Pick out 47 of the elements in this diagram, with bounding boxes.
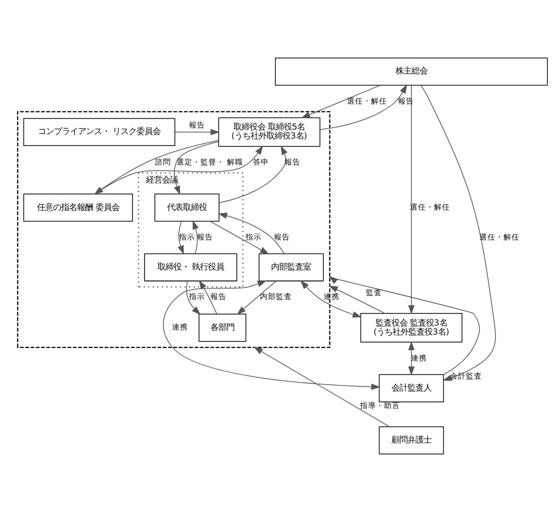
- node-box: 代表取締役: [154, 193, 220, 222]
- arrow: [408, 84, 415, 314]
- arrow: [174, 128, 220, 135]
- arrow: [178, 220, 184, 254]
- edge-label: 報告: [188, 120, 205, 130]
- arrow: [163, 280, 380, 390]
- edge-label: 監査: [366, 288, 382, 297]
- node-box: 会計監査人: [378, 374, 444, 402]
- edge-label: 指示: [188, 292, 205, 301]
- edge-label: 内部監査: [260, 292, 292, 301]
- node-box: 取締役会 取締役5名 (うち社外取締役3名): [218, 116, 320, 146]
- edge-label: 連携: [172, 322, 188, 332]
- arrow: [328, 285, 385, 314]
- node-box: 顧問弁護士: [378, 426, 444, 454]
- edge-label: 報告: [284, 157, 301, 166]
- edge-label: 報告: [274, 232, 290, 241]
- edge-label: 選定・監督・ 解職: [176, 157, 243, 166]
- arrow: [328, 275, 480, 374]
- node-box: 各部門: [198, 313, 246, 342]
- node-box: 取締役・ 執行役員: [144, 252, 238, 281]
- edge-label: 選任・解任: [479, 232, 520, 241]
- arrow: [300, 280, 362, 318]
- arrow: [218, 145, 288, 203]
- node-box: 監査役会 監査役3名 (うち社外監査役3名): [360, 312, 462, 342]
- node-box: コンプライアンス・ リスク委員会: [23, 118, 176, 146]
- edge-label: 答申: [252, 157, 269, 166]
- arrow: [192, 220, 199, 254]
- arrow: [198, 280, 218, 314]
- arrow: [174, 140, 219, 194]
- edge-label: 報告: [197, 232, 214, 241]
- arrow: [236, 280, 276, 314]
- arrow: [210, 220, 270, 254]
- arrow: [186, 280, 201, 314]
- node-box: 株主総会: [274, 57, 548, 86]
- node-box: 任意の指名報酬 委員会: [23, 193, 133, 222]
- edge-label: 諮問: [154, 157, 171, 166]
- arrow: [320, 84, 407, 130]
- edge-label: 指示: [178, 232, 195, 241]
- edge-label: 指導・助言: [360, 400, 400, 410]
- arrow: [218, 212, 285, 254]
- arrow: [254, 346, 390, 427]
- edge-label: 選任・解任: [347, 96, 388, 105]
- node-box: 内部監査室: [258, 252, 324, 281]
- arrow: [420, 84, 496, 380]
- edge-label: 報告: [210, 292, 227, 301]
- arrow: [301, 84, 381, 118]
- edge-label: 指示: [245, 232, 262, 241]
